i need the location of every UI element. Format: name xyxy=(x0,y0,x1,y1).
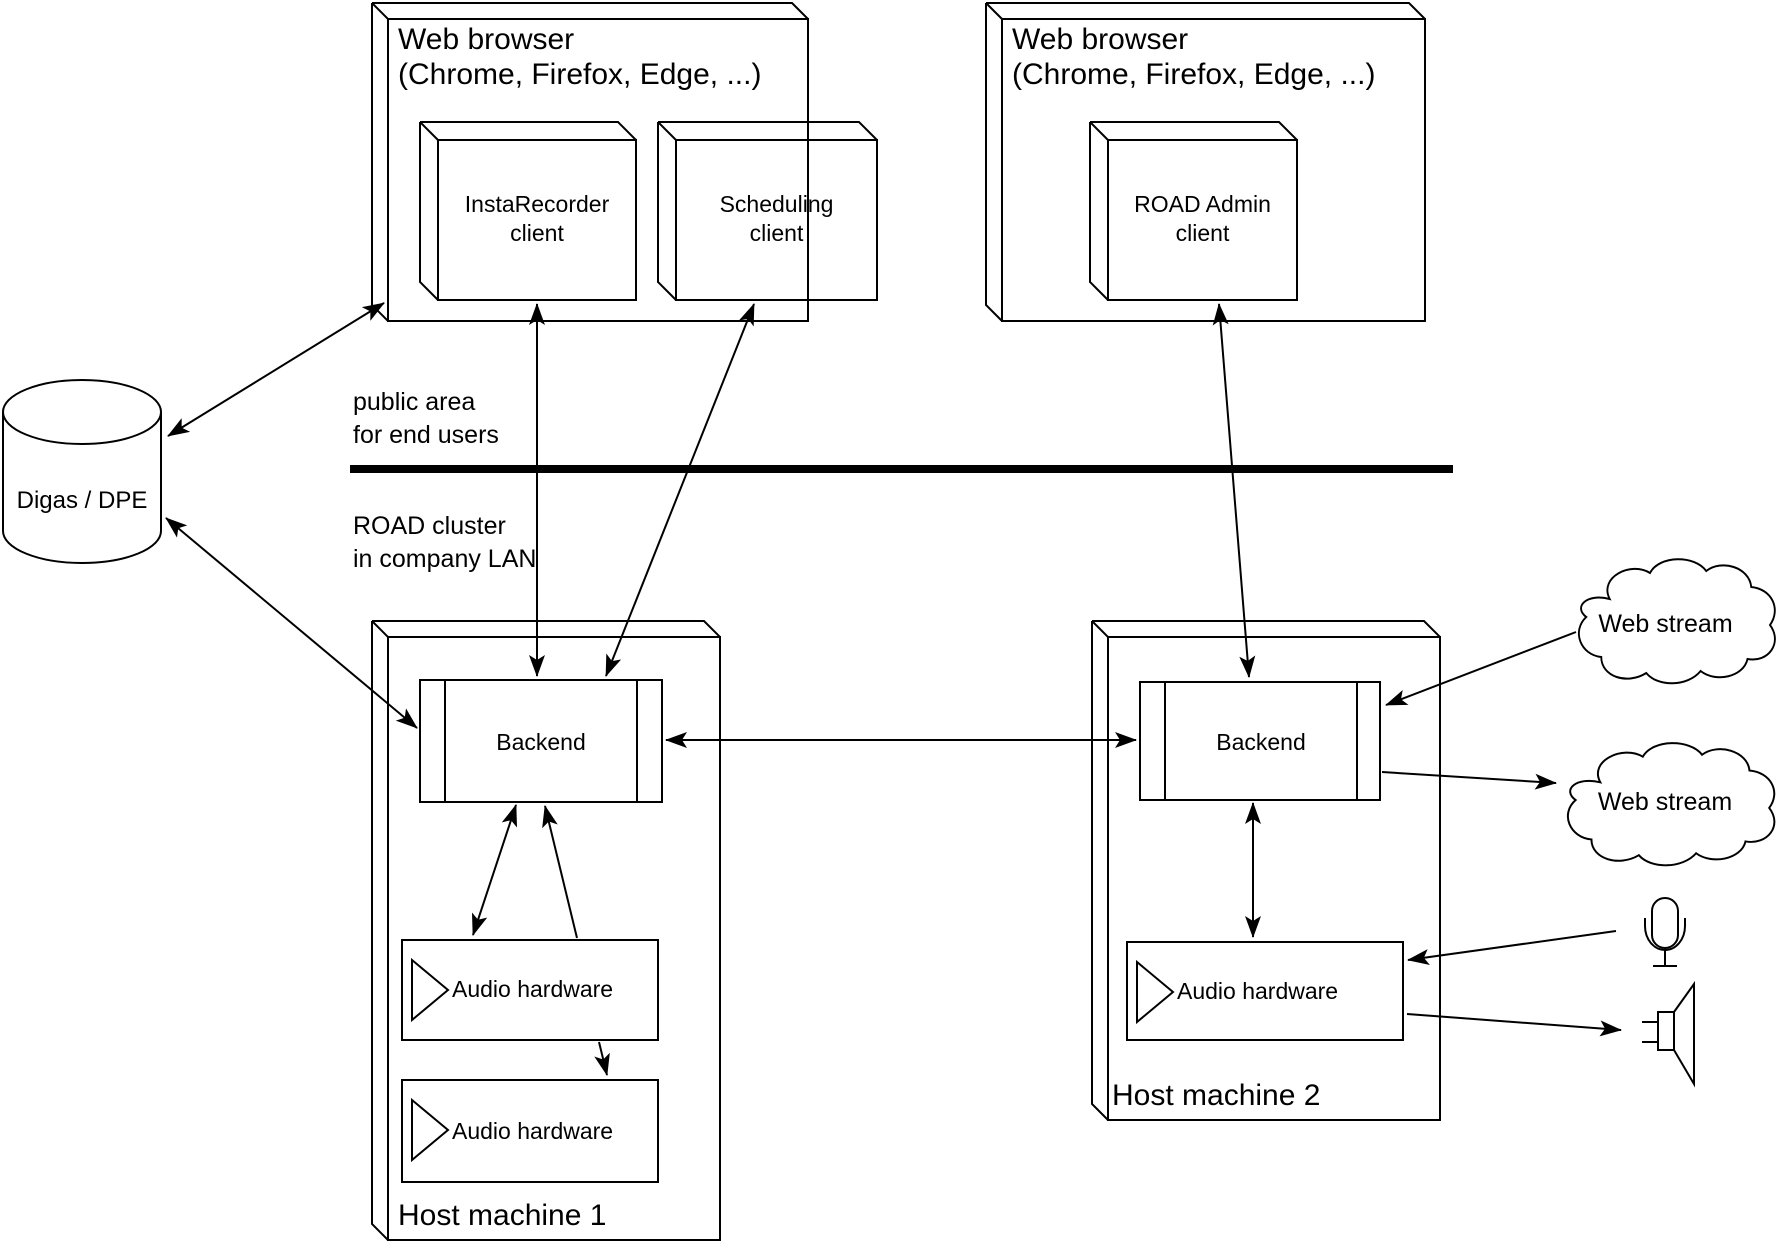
play-icon xyxy=(411,1097,450,1163)
instarecorder-client-label: InstaRecorder client xyxy=(464,191,610,246)
arrow-microphone-audiohw3 xyxy=(1407,930,1617,966)
backend-1-label: Backend xyxy=(496,729,586,755)
scheduling-client-box xyxy=(657,121,878,301)
audio-hardware-2-label: Audio hardware xyxy=(452,1118,614,1144)
road-admin-client-label: ROAD Admin client xyxy=(1134,191,1271,246)
audio-hardware-1-label: Audio hardware xyxy=(452,976,614,1002)
backend-2-label: Backend xyxy=(1216,729,1306,755)
host-machine-2-label: Host machine 2 xyxy=(1112,1079,1321,1112)
play-icon xyxy=(411,957,450,1023)
arrow-audiohw1-audiohw2 xyxy=(594,1041,610,1076)
instarecorder-client-box xyxy=(419,121,637,301)
audio-hardware-3-box xyxy=(1126,941,1404,1041)
web-browser-1-title: Web browser (Chrome, Firefox, Edge, ...) xyxy=(398,23,762,91)
arrow-scheduling-backend1 xyxy=(605,303,755,677)
arrow-backend2-webstream2 xyxy=(1381,771,1557,790)
web-stream-cloud-2 xyxy=(1566,742,1776,867)
web-browser-2-title: Web browser (Chrome, Firefox, Edge, ...) xyxy=(1012,23,1376,91)
road-admin-client-box xyxy=(1089,121,1298,301)
audio-hardware-3-label: Audio hardware xyxy=(1177,978,1339,1004)
microphone-icon xyxy=(1644,897,1686,967)
audio-hardware-1-box xyxy=(401,939,659,1041)
web-stream-2-label: Web stream xyxy=(1597,788,1733,816)
arrow-audiohw3-speaker xyxy=(1406,1013,1622,1037)
play-icon xyxy=(1136,959,1175,1025)
public-area-label: public area for end users xyxy=(353,388,499,449)
host-machine-1-label: Host machine 1 xyxy=(398,1199,607,1232)
arrow-roadadmin-backend2 xyxy=(1212,303,1256,678)
database-label: Digas / DPE xyxy=(16,487,148,514)
host-machine-2-box xyxy=(1091,620,1441,1121)
arrow-digas-browser1 xyxy=(167,302,385,437)
backend-1-box xyxy=(419,679,663,803)
database-cylinder-icon xyxy=(1,379,162,564)
backend-2-box xyxy=(1139,681,1381,801)
audio-hardware-2-box xyxy=(401,1079,659,1183)
arrow-backend1-audiohw1 xyxy=(471,804,518,936)
scheduling-client-label: Scheduling client xyxy=(719,191,834,246)
arrow-audiohw1-backend1 xyxy=(542,805,578,939)
lan-zone-label: ROAD cluster in company LAN xyxy=(353,512,537,573)
speaker-icon xyxy=(1642,980,1695,1088)
web-stream-cloud-1 xyxy=(1577,558,1776,685)
web-browser-2-box xyxy=(985,2,1426,322)
arrow-digas-backend1 xyxy=(165,517,418,729)
host-machine-1-box xyxy=(371,620,721,1241)
network-divider-line xyxy=(350,465,1453,473)
web-stream-1-label: Web stream xyxy=(1598,610,1733,638)
arrow-webstream1-backend2 xyxy=(1385,631,1577,706)
web-browser-1-box xyxy=(371,2,809,322)
